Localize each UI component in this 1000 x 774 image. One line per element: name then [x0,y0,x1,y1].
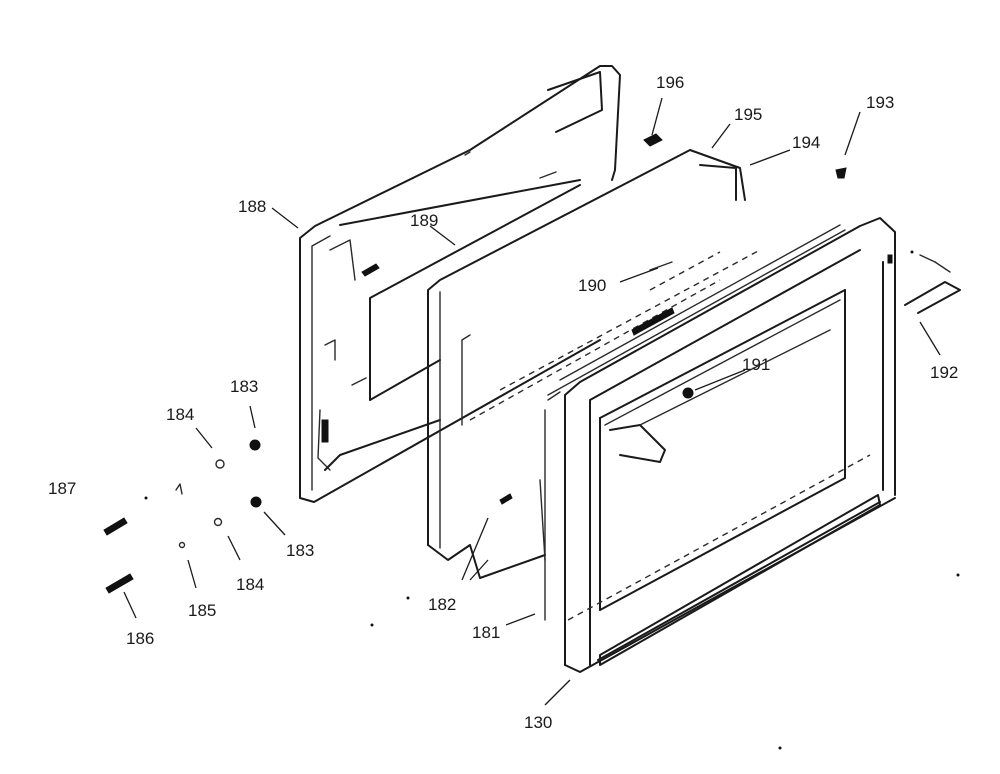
leader-lines [123,97,941,706]
callout-186: 186 [126,629,154,648]
callout-187: 187 [48,479,76,498]
callout-181: 181 [472,623,500,642]
callout-182: 182 [428,595,456,614]
callout-184-lower: 184 [236,575,264,594]
callout-130: 130 [524,713,552,732]
part-185-nut [178,541,186,549]
part-192-hinge-rod [904,254,961,314]
part-184-washer-lower [213,517,223,527]
part-190-handle-bar [631,251,721,336]
part-130-outer-door [544,217,896,673]
callout-labels: 196 195 194 193 188 189 190 191 192 183 … [48,73,958,732]
callout-196: 196 [656,73,684,92]
callout-184-upper: 184 [166,405,194,424]
part-196-clip [643,133,663,147]
callout-183-lower: 183 [286,541,314,560]
callout-191: 191 [742,355,770,374]
callout-183-upper: 183 [230,377,258,396]
part-191-screw [682,387,694,399]
part-185-clip [175,483,183,495]
part-187-pin [103,517,128,536]
part-188-rear-panel [299,65,621,503]
part-183-screw-upper [249,439,261,451]
callout-190: 190 [578,276,606,295]
part-186-pin [105,573,134,594]
callout-192: 192 [930,363,958,382]
part-183-screw-lower [250,496,262,508]
screws-and-clips [103,133,893,594]
part-194-glass [547,224,846,396]
callout-195: 195 [734,105,762,124]
callout-189: 189 [410,211,438,230]
callout-193: 193 [866,93,894,112]
callout-185: 185 [188,601,216,620]
part-189-inner-panel [427,149,761,579]
callout-188: 188 [238,197,266,216]
scan-specks [144,250,960,750]
callout-194: 194 [792,133,820,152]
part-184-washer-upper [215,459,225,469]
part-193-screw [835,167,847,179]
